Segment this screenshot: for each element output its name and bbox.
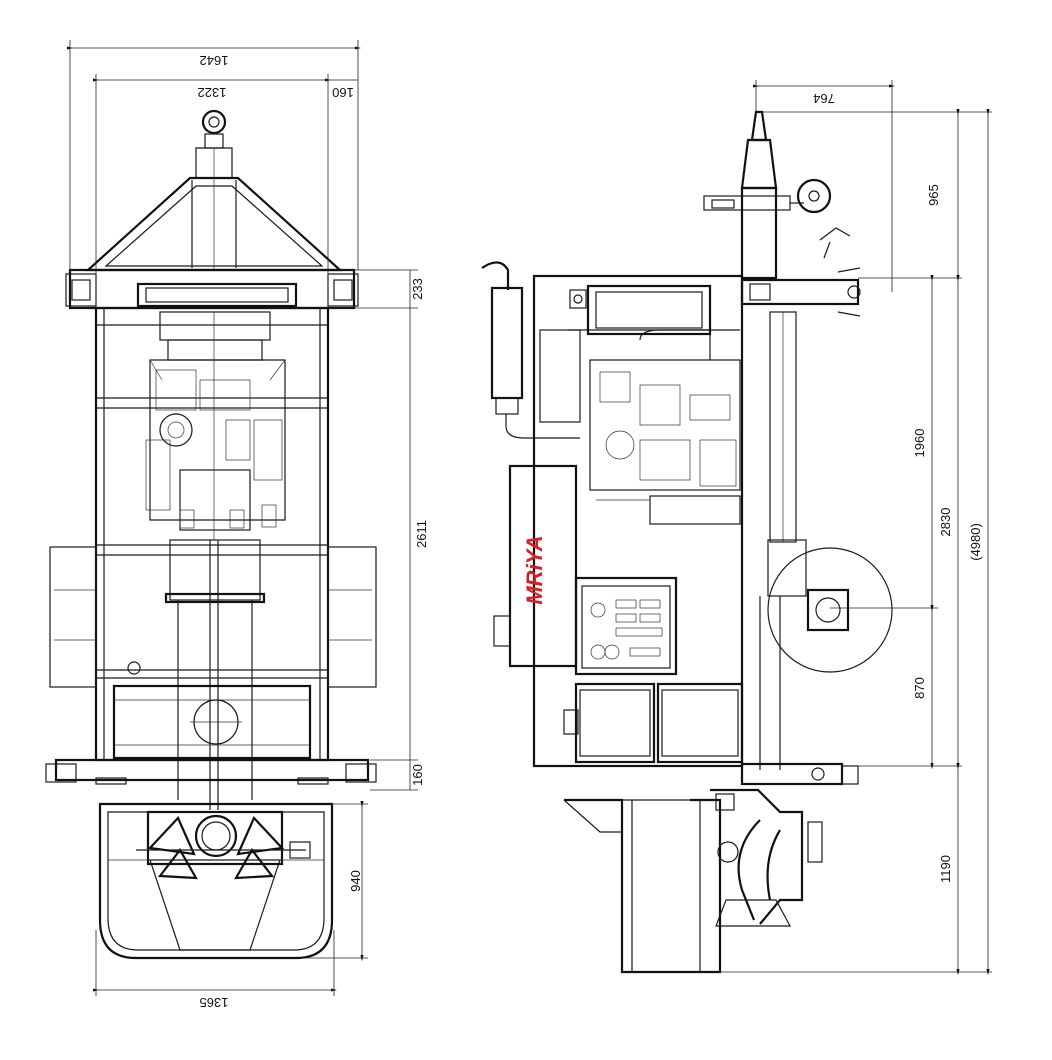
control-panel bbox=[574, 576, 678, 676]
engine-front bbox=[145, 311, 286, 540]
right-wing bbox=[327, 546, 377, 688]
lifting-frame bbox=[85, 148, 343, 272]
dim-frame-height: 2611 bbox=[414, 520, 429, 548]
dim-hopper-height: 940 bbox=[348, 870, 363, 892]
dim-upper-section: 1960 bbox=[912, 429, 927, 458]
lifting-eye bbox=[201, 109, 227, 135]
exhaust bbox=[481, 261, 587, 439]
dim-mast-offset: 764 bbox=[813, 91, 835, 106]
control-cabinet: MRiYA bbox=[493, 464, 578, 668]
skid bbox=[54, 758, 370, 782]
front-dimensions: 1642 1322 160 233 2611 160 940 1365 bbox=[66, 40, 429, 1010]
dim-top-section: 233 bbox=[410, 278, 425, 300]
front-view bbox=[45, 109, 377, 960]
dim-overall-height: (4980) bbox=[968, 523, 983, 561]
base-pipe bbox=[740, 762, 844, 786]
dim-mast-top: 965 bbox=[926, 184, 941, 206]
side-dimensions: 764 965 1960 870 2830 1190 (4980) bbox=[720, 80, 992, 976]
hose-drum bbox=[767, 547, 893, 673]
mast bbox=[703, 110, 851, 280]
dim-bottom-skid: 160 bbox=[410, 764, 425, 786]
dim-hopper-width: 1365 bbox=[200, 995, 229, 1010]
hopper-side bbox=[563, 788, 823, 974]
dim-side-offset: 160 bbox=[332, 85, 354, 100]
hopper bbox=[98, 802, 334, 960]
handwheel bbox=[796, 178, 832, 214]
engine-side bbox=[539, 329, 741, 525]
dim-lower-section: 870 bbox=[912, 677, 927, 699]
central-column bbox=[164, 539, 266, 810]
dim-overall-width: 1642 bbox=[200, 53, 229, 68]
main-housing bbox=[532, 274, 744, 768]
main-frame bbox=[94, 306, 330, 762]
side-view: MRiYA bbox=[481, 110, 893, 974]
tank bbox=[112, 661, 312, 760]
dim-mid-total: 2830 bbox=[938, 508, 953, 537]
lower-box-right bbox=[656, 682, 744, 764]
lower-box-left bbox=[574, 682, 656, 764]
left-wing bbox=[49, 546, 97, 688]
dim-frame-width: 1322 bbox=[198, 85, 227, 100]
brand-logo: MRiYA bbox=[522, 535, 547, 604]
dim-bottom-section: 1190 bbox=[938, 855, 953, 883]
